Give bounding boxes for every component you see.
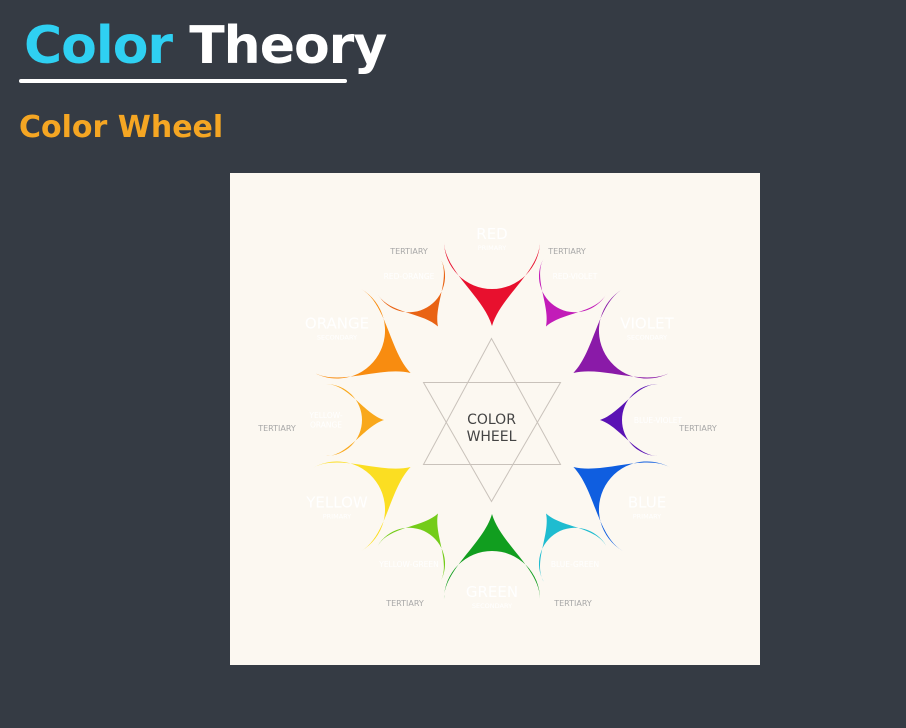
petal-type-red: PRIMARY — [478, 244, 507, 252]
hexagram-triangle-up — [422, 337, 562, 465]
title-word-color: Color — [24, 16, 173, 76]
petal-label-yellow-orange: YELLOW-ORANGE — [308, 411, 342, 430]
title-underline — [19, 79, 347, 83]
petal-label-green: GREEN — [466, 583, 518, 601]
petal-label-yellow: YELLOW — [305, 494, 368, 512]
petal-red-orange — [377, 258, 446, 327]
tertiary-note-blue-green: TERTIARY — [553, 599, 592, 608]
petal-label-red: RED — [476, 225, 507, 243]
petal-label-orange: ORANGE — [305, 315, 369, 333]
tertiary-note-yellow-orange: TERTIARY — [257, 424, 296, 433]
center-hexagram — [422, 337, 562, 503]
petal-green — [444, 514, 540, 599]
tertiary-note-red-violet: TERTIARY — [547, 247, 586, 256]
petal-red — [444, 241, 540, 326]
center-label-line-2: WHEEL — [467, 429, 517, 445]
petal-label-blue: BLUE — [628, 494, 666, 512]
tertiary-note-yellow-green: TERTIARY — [385, 599, 424, 608]
title-word-theory: Theory — [189, 16, 387, 76]
color-wheel-diagram: REDPRIMARYRED-VIOLETVIOLETSECONDARYBLUE-… — [257, 225, 717, 610]
slide-title: Color Theory — [24, 14, 387, 78]
petal-yellow-orange — [326, 384, 384, 456]
tertiary-notes: TERTIARY TERTIARY TERTIARY TERTIARY TERT… — [257, 247, 717, 608]
petal-orange — [313, 288, 411, 379]
petal-label-blue-green: BLUE-GREEN — [551, 560, 599, 569]
center-label-line-1: COLOR — [467, 412, 516, 428]
petal-type-yellow: PRIMARY — [323, 513, 352, 521]
tertiary-note-blue-violet: TERTIARY — [678, 424, 717, 433]
petal-type-green: SECONDARY — [472, 602, 512, 610]
wheel-center-label: COLOR WHEEL — [467, 412, 517, 445]
petal-label-red-orange: RED-ORANGE — [384, 272, 435, 281]
hexagram-triangle-down — [422, 382, 562, 503]
petal-label-blue-violet: BLUE-VIOLET — [634, 416, 683, 425]
petal-blue — [573, 461, 671, 552]
petal-blue-green — [538, 513, 607, 582]
petal-blue-violet — [600, 384, 658, 456]
slide-subtitle: Color Wheel — [19, 110, 224, 145]
petal-label-violet: VIOLET — [620, 315, 674, 333]
petal-label-red-violet: RED-VIOLET — [553, 272, 598, 281]
petal-yellow-green — [377, 513, 446, 582]
petal-type-orange: SECONDARY — [317, 334, 357, 342]
petal-layer: REDPRIMARYRED-VIOLETVIOLETSECONDARYBLUE-… — [305, 225, 683, 610]
petal-red-violet — [538, 258, 607, 327]
petal-yellow — [313, 461, 411, 552]
petal-type-violet: SECONDARY — [627, 334, 667, 342]
petal-type-blue: PRIMARY — [633, 513, 662, 521]
petal-violet — [573, 288, 671, 379]
petal-label-yellow-green: YELLOW-GREEN — [378, 560, 439, 569]
tertiary-note-red-orange: TERTIARY — [389, 247, 428, 256]
